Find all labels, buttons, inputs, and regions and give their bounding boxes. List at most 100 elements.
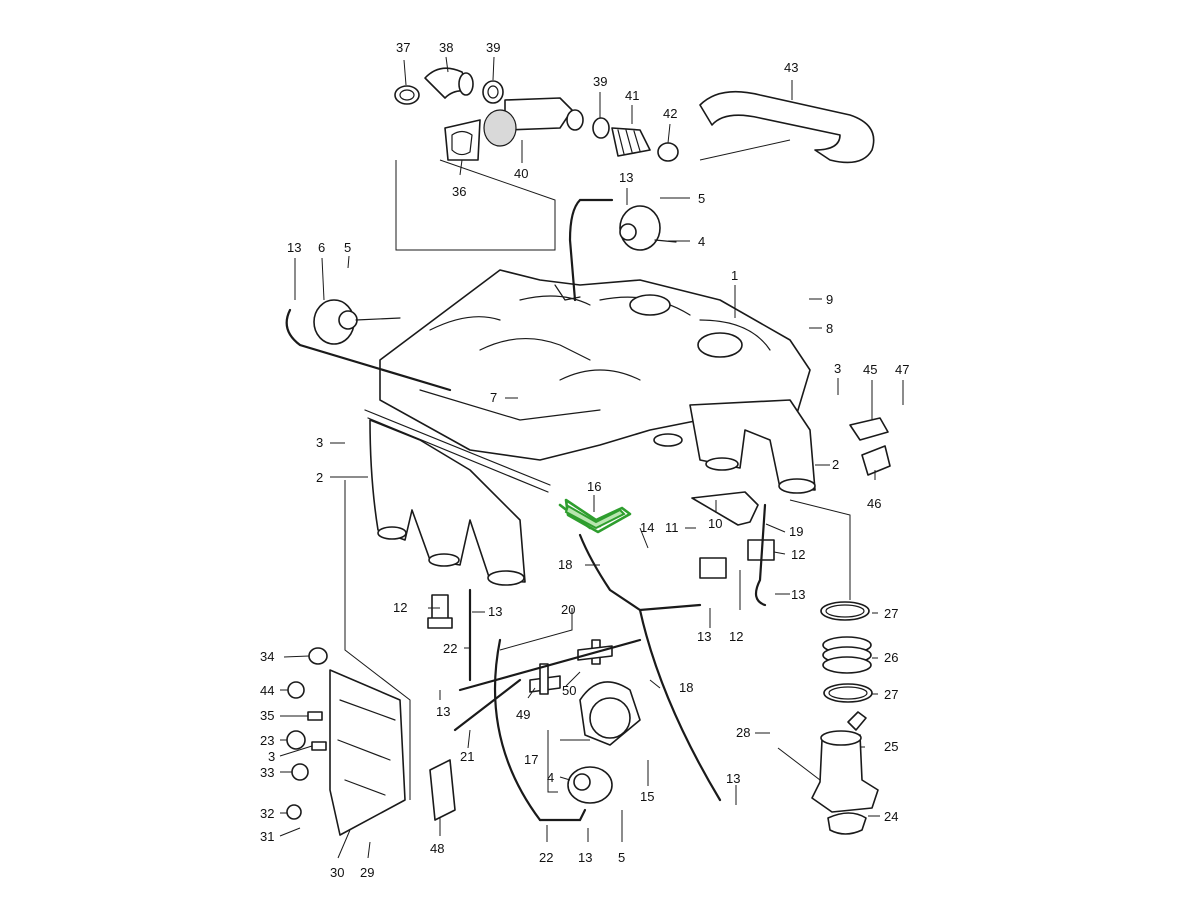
callout-39-right: 39	[593, 74, 607, 89]
callout-47: 47	[895, 362, 909, 377]
hose-line-21-curve	[493, 638, 542, 822]
callout-16: 16	[587, 479, 601, 494]
callout-29: 29	[360, 865, 374, 880]
callout-33: 33	[260, 765, 274, 780]
callout-41: 41	[625, 88, 639, 103]
callout-31: 31	[260, 829, 274, 844]
callout-39-left: 39	[486, 40, 500, 55]
callout-48: 48	[430, 841, 444, 856]
callout-50: 50	[562, 683, 576, 698]
leader-43-link	[699, 139, 791, 161]
callout-49: 49	[516, 707, 530, 722]
callout-40: 40	[514, 166, 528, 181]
callout-3-c: 3	[268, 749, 275, 764]
callout-35: 35	[260, 708, 274, 723]
callout-27-a: 27	[884, 606, 898, 621]
callout-30: 30	[330, 865, 344, 880]
hose-clamp-27-bottom	[823, 683, 873, 703]
callout-13-h: 13	[578, 850, 592, 865]
connector-49	[529, 663, 561, 695]
bracket-36	[444, 119, 481, 161]
callout-45: 45	[863, 362, 877, 377]
solenoid-valve-12-mid	[699, 557, 727, 579]
vacuum-line-22-lower	[538, 808, 587, 822]
callout-23: 23	[260, 733, 274, 748]
callout-27-b: 27	[884, 687, 898, 702]
hose-clamp-27-top	[820, 601, 870, 621]
clamp-39-left	[482, 80, 504, 104]
callout-43: 43	[784, 60, 798, 75]
callout-13-b: 13	[287, 240, 301, 255]
callout-25: 25	[884, 739, 898, 754]
callout-37: 37	[396, 40, 410, 55]
callout-2-b: 2	[832, 457, 839, 472]
vacuum-unit-6	[313, 299, 401, 345]
callout-12-b: 12	[393, 600, 407, 615]
vacuum-line-18-lower	[638, 608, 722, 802]
callout-44: 44	[260, 683, 274, 698]
bracket-48	[429, 759, 456, 821]
sleeve-26	[822, 636, 872, 674]
long-hose-43	[699, 90, 875, 164]
bracket-10	[691, 491, 759, 526]
callout-18-a: 18	[558, 557, 572, 572]
callout-9: 9	[826, 292, 833, 307]
bracket-45	[849, 417, 889, 441]
callout-4-b: 4	[547, 770, 554, 785]
callout-5-a: 5	[698, 191, 705, 206]
callout-17: 17	[524, 752, 538, 767]
hose-16-highlighted	[558, 498, 632, 534]
vacuum-line-18	[578, 533, 702, 612]
callout-1: 1	[731, 268, 738, 283]
callout-19: 19	[789, 524, 803, 539]
callout-28: 28	[736, 725, 750, 740]
clamp-39-right	[592, 117, 610, 139]
callout-13-e: 13	[697, 629, 711, 644]
clamp-37	[394, 85, 420, 105]
vacuum-unit-4-bottom	[567, 681, 641, 804]
callout-13-g: 13	[726, 771, 740, 786]
leader-lines	[279, 56, 904, 859]
callout-20: 20	[561, 602, 575, 617]
vacuum-line-13-left	[285, 308, 452, 392]
callout-10: 10	[708, 516, 722, 531]
callout-18-b: 18	[679, 680, 693, 695]
callout-12-c: 12	[729, 629, 743, 644]
gasket-plate	[364, 409, 551, 493]
callout-26: 26	[884, 650, 898, 665]
callout-2-a: 2	[316, 470, 323, 485]
callout-24: 24	[884, 809, 898, 824]
elbow-hose-38	[424, 67, 474, 99]
callout-32: 32	[260, 806, 274, 821]
callout-4-a: 4	[698, 234, 705, 249]
callout-6: 6	[318, 240, 325, 255]
solenoid-valve-12-left	[427, 594, 453, 629]
vacuum-line-19	[754, 503, 767, 607]
callout-21: 21	[460, 749, 474, 764]
carrier-plate-30	[329, 669, 406, 836]
callout-3-b: 3	[316, 435, 323, 450]
vacuum-unit-4-top	[619, 205, 677, 251]
intake-runners-2-right	[653, 399, 816, 494]
callout-42: 42	[663, 106, 677, 121]
callout-13-c: 13	[791, 587, 805, 602]
callout-5-c: 5	[618, 850, 625, 865]
callout-38: 38	[439, 40, 453, 55]
callout-22-b: 22	[539, 850, 553, 865]
vacuum-line-20	[458, 638, 642, 692]
callout-8: 8	[826, 321, 833, 336]
callout-15: 15	[640, 789, 654, 804]
idle-valve-40	[483, 97, 584, 147]
callout-12-a: 12	[791, 547, 805, 562]
callout-7: 7	[490, 390, 497, 405]
vacuum-line-21	[453, 678, 522, 732]
callout-36: 36	[452, 184, 466, 199]
callout-22-a: 22	[443, 641, 457, 656]
callout-34: 34	[260, 649, 274, 664]
callout-13-a: 13	[619, 170, 633, 185]
throttle-neck-25	[811, 711, 879, 813]
bracket-46	[861, 445, 891, 476]
callout-3-a: 3	[834, 361, 841, 376]
callout-14: 14	[640, 520, 654, 535]
